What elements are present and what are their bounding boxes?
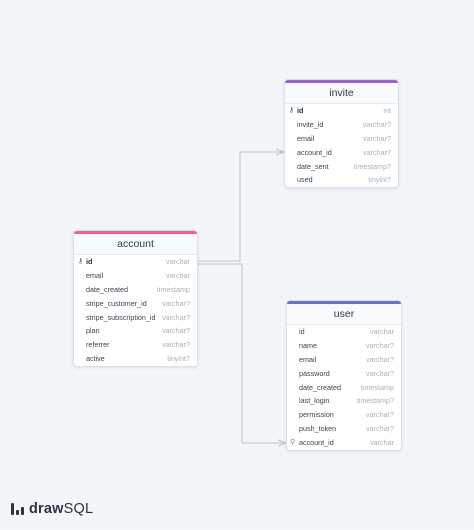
- column-name: date_sent: [297, 161, 329, 171]
- column-row[interactable]: account_id varchar?: [285, 146, 398, 160]
- table-user-color-bar: [287, 301, 401, 304]
- table-invite-title[interactable]: invite: [285, 83, 398, 104]
- table-account-columns: ⚷id varchar email varchar date_created timest…: [74, 255, 197, 366]
- column-name: account_id: [299, 438, 334, 448]
- column-row[interactable]: email varchar?: [285, 132, 398, 146]
- column-name: stripe_subscription_id: [86, 312, 156, 322]
- brand-name-part2: SQL: [63, 501, 94, 517]
- column-row[interactable]: ⚷id int: [285, 104, 398, 118]
- column-name: email: [297, 133, 315, 143]
- column-type: timestamp?: [356, 396, 394, 406]
- column-row[interactable]: date_sent timestamp?: [285, 160, 398, 174]
- column-type: tinyint?: [167, 354, 190, 364]
- column-row[interactable]: ⚷id varchar: [74, 255, 197, 269]
- table-invite[interactable]: invite ⚷id int invite_id varchar? email varch…: [284, 79, 399, 189]
- column-type: timestamp?: [353, 161, 391, 171]
- column-name: account_id: [297, 147, 332, 157]
- column-name: id: [86, 257, 93, 266]
- column-type: varchar?: [162, 298, 190, 308]
- column-type: varchar: [370, 327, 394, 336]
- relation-account-user[interactable]: [196, 263, 286, 444]
- column-type: int: [383, 106, 391, 115]
- column-row[interactable]: email varchar: [74, 269, 197, 283]
- column-row[interactable]: push_token varchar?: [287, 422, 401, 436]
- column-name: id: [299, 327, 305, 336]
- table-account-title[interactable]: account: [74, 234, 197, 255]
- column-type: varchar?: [366, 424, 394, 434]
- column-row[interactable]: id varchar: [287, 325, 401, 339]
- column-type: varchar?: [363, 119, 391, 129]
- table-user-title[interactable]: user: [287, 304, 401, 325]
- column-name: referrer: [86, 340, 110, 350]
- column-name: date_created: [86, 284, 128, 294]
- brand-name-part1: draw: [29, 501, 64, 517]
- column-row[interactable]: name varchar?: [287, 339, 401, 353]
- column-name: stripe_customer_id: [86, 298, 147, 308]
- column-type: varchar?: [162, 326, 190, 336]
- column-name: email: [299, 354, 317, 364]
- primary-key-icon: ⚷: [288, 107, 295, 114]
- column-name: password: [299, 368, 330, 378]
- column-row[interactable]: invite_id varchar?: [285, 118, 398, 132]
- column-name: permission: [299, 410, 334, 420]
- column-row[interactable]: password varchar?: [287, 367, 401, 381]
- relation-account-invite[interactable]: [196, 151, 284, 262]
- column-type: varchar?: [366, 354, 394, 364]
- column-row[interactable]: used tinyint?: [285, 173, 398, 187]
- column-type: varchar: [166, 270, 190, 280]
- drawsql-logo-icon: [11, 503, 24, 515]
- table-account[interactable]: account ⚷id varchar email varchar date_creat…: [73, 230, 198, 368]
- drawsql-logo[interactable]: draw SQL: [9, 500, 93, 518]
- column-type: varchar?: [363, 133, 391, 143]
- column-name: active: [86, 354, 105, 364]
- table-account-color-bar: [74, 231, 197, 234]
- column-type: varchar?: [366, 340, 394, 350]
- column-row[interactable]: permission varchar?: [287, 408, 401, 422]
- column-type: tinyint?: [368, 175, 391, 185]
- column-row[interactable]: date_created timestamp: [287, 381, 401, 395]
- column-name: last_login: [299, 396, 330, 406]
- column-type: varchar?: [363, 147, 391, 157]
- column-row[interactable]: ⚲account_id varchar: [287, 436, 401, 450]
- primary-key-icon: ⚷: [77, 258, 84, 265]
- column-row[interactable]: stripe_customer_id varchar?: [74, 297, 197, 311]
- column-name: plan: [86, 326, 100, 336]
- column-name: id: [297, 106, 304, 115]
- column-type: varchar: [166, 257, 190, 266]
- column-type: timestamp: [360, 382, 394, 392]
- table-invite-color-bar: [285, 80, 398, 83]
- column-type: varchar?: [162, 312, 190, 322]
- column-name: invite_id: [297, 119, 324, 129]
- column-name: email: [86, 270, 104, 280]
- column-row[interactable]: stripe_subscription_id varchar?: [74, 311, 197, 325]
- column-type: varchar?: [366, 410, 394, 420]
- column-type: timestamp: [156, 284, 190, 294]
- column-type: varchar: [370, 438, 394, 448]
- column-row[interactable]: active tinyint?: [74, 352, 197, 366]
- column-row[interactable]: last_login timestamp?: [287, 394, 401, 408]
- column-row[interactable]: email varchar?: [287, 353, 401, 367]
- column-name: date_created: [299, 382, 341, 392]
- column-row[interactable]: date_created timestamp: [74, 283, 197, 297]
- foreign-key-icon: ⚲: [290, 439, 296, 447]
- column-row[interactable]: referrer varchar?: [74, 338, 197, 352]
- column-name: push_token: [299, 424, 337, 434]
- column-row[interactable]: plan varchar?: [74, 324, 197, 338]
- column-name: used: [297, 175, 313, 185]
- column-type: varchar?: [366, 368, 394, 378]
- column-type: varchar?: [162, 340, 190, 350]
- column-name: name: [299, 340, 317, 350]
